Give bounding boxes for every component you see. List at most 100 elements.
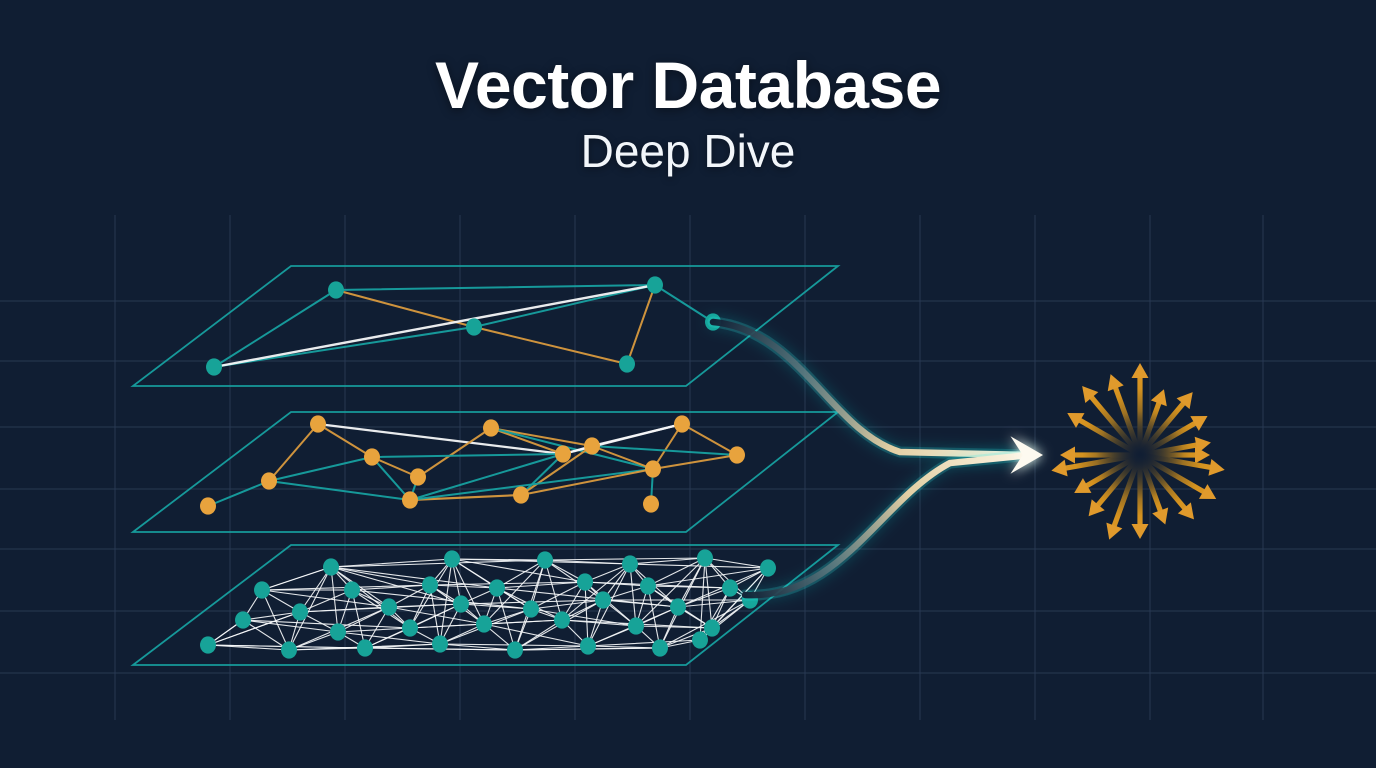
graph-edge	[207, 644, 290, 651]
graph-edge	[635, 557, 706, 627]
graph-edge	[704, 557, 713, 629]
graph-edge	[677, 587, 731, 608]
vector-node	[323, 558, 339, 576]
flow-from-bottom-layer	[741, 451, 1034, 599]
graph-edge	[587, 625, 637, 647]
flow-from-top-layer	[709, 318, 1034, 459]
vector-node	[643, 495, 659, 513]
graph-edge	[520, 445, 593, 496]
vector-node	[640, 577, 656, 595]
vector-node	[200, 497, 216, 515]
graph-edge	[629, 563, 637, 627]
graph-edge	[439, 558, 453, 645]
vector-node	[554, 611, 570, 629]
query-arrowhead	[1010, 436, 1043, 474]
vector-node	[344, 581, 360, 599]
graph-edge	[330, 566, 411, 629]
vector-node	[281, 641, 297, 659]
graph-edge	[681, 423, 738, 456]
graph-edge	[483, 623, 589, 647]
vector-node	[381, 598, 397, 616]
vector-node	[261, 472, 277, 490]
layer-plane-2	[130, 544, 841, 666]
graph-edge	[659, 627, 713, 649]
vector-node	[647, 276, 663, 294]
vector-node	[364, 448, 380, 466]
layer-plane-1	[130, 411, 841, 533]
burst-arrow-head	[1067, 413, 1085, 428]
graph-edge	[316, 422, 565, 456]
graph-edge	[544, 559, 604, 601]
graph-edge	[409, 468, 654, 501]
vector-node	[432, 635, 448, 653]
flow-from-bottom-layer-glow	[739, 449, 1036, 601]
graph-edge	[371, 456, 411, 501]
graph-edge	[213, 289, 337, 368]
graph-edge	[351, 589, 411, 629]
graph-edge	[520, 468, 654, 496]
graph-edge	[584, 581, 589, 647]
graph-edge	[335, 284, 656, 291]
graph-edge	[242, 619, 290, 651]
graph-edge	[330, 566, 431, 586]
graph-edge	[561, 422, 684, 456]
graph-edge	[330, 559, 546, 568]
vector-node	[357, 639, 373, 657]
vector-node	[523, 600, 539, 618]
layer-plane-0	[130, 265, 841, 387]
graph-edge	[429, 581, 586, 586]
graph-edge	[490, 427, 564, 455]
graph-edge	[647, 557, 706, 587]
graph-edge	[490, 427, 593, 447]
vector-node	[466, 318, 482, 336]
vector-node	[422, 576, 438, 594]
vector-node	[697, 549, 713, 567]
graph-edge	[677, 599, 751, 608]
graph-edge	[417, 427, 492, 478]
burst-arrow-head	[1074, 478, 1092, 493]
graph-edge	[629, 557, 706, 565]
vector-node	[453, 595, 469, 613]
graph-edge	[242, 619, 339, 633]
vector-node	[577, 573, 593, 591]
layer-middle-medium	[130, 411, 841, 533]
vector-node	[704, 619, 720, 637]
graph-edge	[473, 326, 628, 365]
layer-top-sparse	[130, 265, 841, 387]
graph-edge	[261, 589, 290, 651]
burst-arrow-head	[1082, 386, 1099, 404]
graph-edge	[591, 445, 738, 456]
graph-edge	[268, 423, 319, 482]
layer-edges-0	[212, 283, 714, 369]
graph-edge	[654, 284, 714, 323]
graph-edge	[268, 456, 373, 482]
graph-edge	[408, 493, 523, 502]
graph-edge	[268, 480, 411, 501]
vector-node	[628, 617, 644, 635]
graph-edge	[207, 611, 301, 646]
graph-edge	[530, 581, 586, 610]
graph-edge	[483, 559, 546, 625]
graph-edge	[429, 584, 441, 645]
burst-arrow-head	[1208, 458, 1225, 476]
vector-node	[292, 603, 308, 621]
vector-node	[310, 415, 326, 433]
burst-arrow-head	[1088, 499, 1105, 517]
burst-arrow-head	[1131, 524, 1149, 539]
graph-edge	[242, 611, 301, 621]
vector-node	[476, 615, 492, 633]
vector-node	[722, 579, 738, 597]
burst-core	[1096, 411, 1184, 499]
vector-node	[235, 611, 251, 629]
graph-edge	[496, 581, 586, 589]
graph-edge	[213, 326, 475, 368]
graph-edge	[530, 608, 637, 627]
graph-edge	[371, 456, 419, 478]
graph-edge	[652, 423, 683, 470]
vector-node	[760, 559, 776, 577]
vector-node	[402, 491, 418, 509]
graph-edge	[530, 599, 604, 610]
graph-edge	[591, 445, 654, 470]
vector-node	[645, 460, 661, 478]
